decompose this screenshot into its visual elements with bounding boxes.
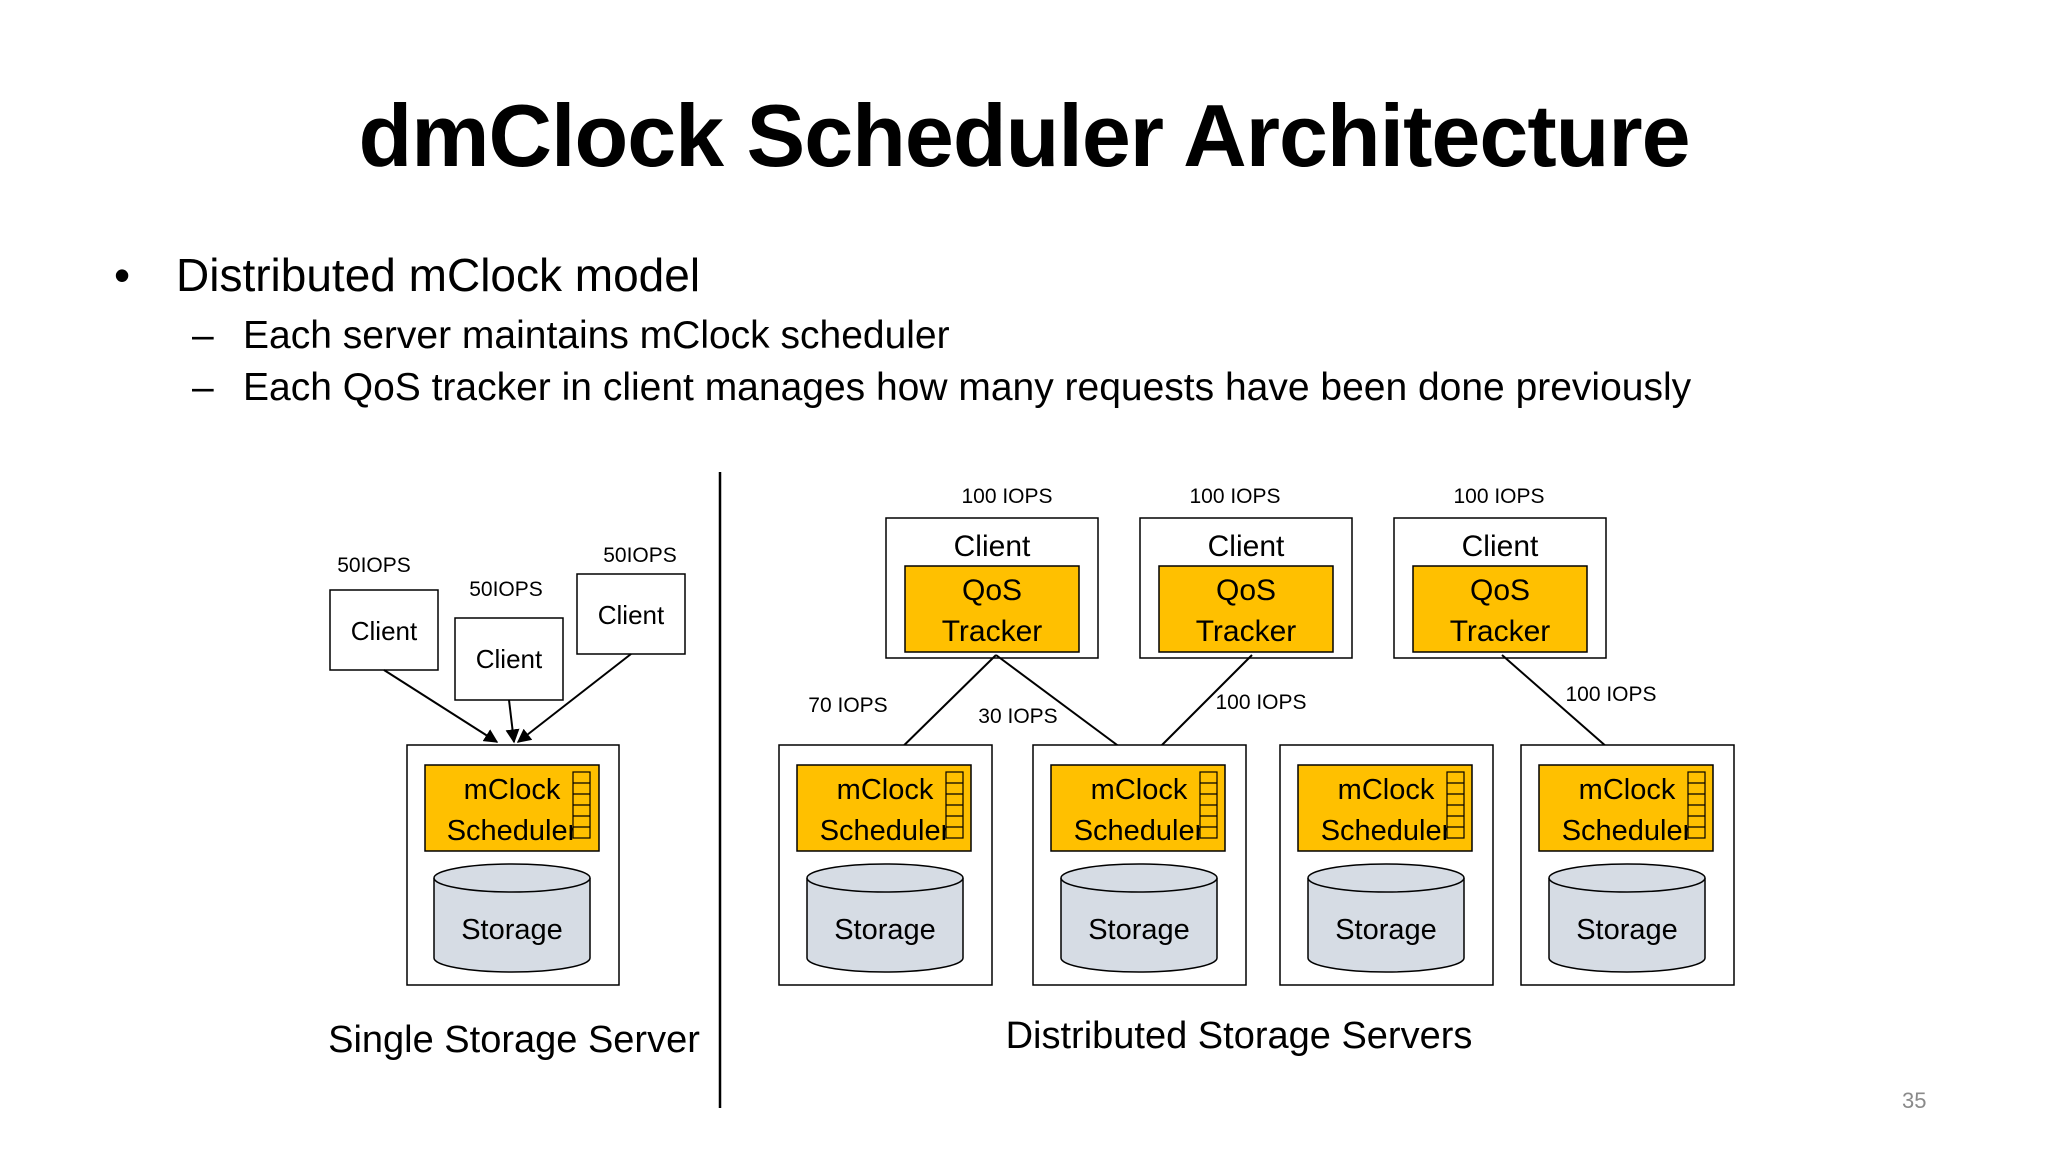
bullet-main: Distributed mClock model	[176, 249, 701, 301]
iops-label: 100 IOPS	[961, 485, 1052, 508]
svg-text:mClock: mClock	[1338, 774, 1435, 806]
svg-text:QoS: QoS	[1470, 574, 1530, 607]
mclock-scheduler: mClock Scheduler	[1050, 764, 1226, 852]
svg-text:Client: Client	[476, 644, 543, 674]
iops-label: 50IOPS	[337, 554, 411, 577]
storage-server-box: mClock Scheduler Storage	[406, 744, 620, 986]
request-arrow	[1501, 654, 1626, 763]
slide-title: dmClock Scheduler Architecture	[358, 86, 1690, 185]
storage-cylinder: Storage	[806, 863, 964, 973]
request-arrow	[1144, 654, 1253, 763]
mclock-scheduler: mClock Scheduler	[796, 764, 972, 852]
request-queue-icon	[1687, 771, 1706, 839]
client-box: Client QoS Tracker	[1393, 517, 1607, 659]
request-queue-icon	[1446, 771, 1465, 839]
svg-text:QoS: QoS	[1216, 574, 1276, 607]
request-arrow	[383, 669, 499, 743]
storage-server-box: mClock Scheduler Storage	[1520, 744, 1735, 986]
svg-text:Storage: Storage	[1576, 914, 1678, 946]
qos-tracker: QoS Tracker	[1158, 565, 1334, 653]
svg-text:Storage: Storage	[834, 914, 936, 946]
svg-text:QoS: QoS	[962, 574, 1022, 607]
sub-bullet-1: Each server maintains mClock scheduler	[243, 314, 950, 357]
qos-tracker: QoS Tracker	[1412, 565, 1588, 653]
svg-text:mClock: mClock	[1579, 774, 1676, 806]
qos-tracker: QoS Tracker	[904, 565, 1080, 653]
request-arrow	[995, 654, 1142, 763]
svg-text:Client: Client	[1462, 530, 1539, 563]
storage-cylinder: Storage	[433, 863, 591, 973]
svg-text:Storage: Storage	[1088, 914, 1190, 946]
arrow-iops-label: 100 IOPS	[1565, 683, 1656, 706]
iops-label: 50IOPS	[469, 578, 543, 601]
arrow-iops-label: 100 IOPS	[1215, 691, 1306, 714]
request-arrow	[886, 654, 997, 763]
distributed-storage-section: 100 IOPS 100 IOPS 100 IOPS Client QoS Tr…	[778, 485, 1735, 1057]
svg-text:Scheduler: Scheduler	[1321, 815, 1452, 847]
iops-label: 50IOPS	[603, 544, 677, 567]
client-box: Client QoS Tracker	[1139, 517, 1353, 659]
request-queue-icon	[1199, 771, 1218, 839]
single-storage-section: 50IOPS 50IOPS 50IOPS Client Client Clien…	[328, 544, 700, 1061]
svg-text:Storage: Storage	[1335, 914, 1437, 946]
svg-text:Client: Client	[351, 616, 418, 646]
sub-bullet-2: Each QoS tracker in client manages how m…	[243, 366, 1692, 409]
mclock-scheduler: mClock Scheduler	[1538, 764, 1714, 852]
storage-cylinder: Storage	[1307, 863, 1465, 973]
svg-text:Tracker: Tracker	[942, 615, 1043, 648]
storage-cylinder: Storage	[1060, 863, 1218, 973]
mclock-scheduler: mClock Scheduler	[1297, 764, 1473, 852]
arrow-iops-label: 70 IOPS	[808, 694, 887, 717]
svg-text:Tracker: Tracker	[1450, 615, 1551, 648]
svg-text:mClock: mClock	[837, 774, 934, 806]
request-queue-icon	[945, 771, 964, 839]
svg-text:Client: Client	[954, 530, 1031, 563]
iops-label: 100 IOPS	[1189, 485, 1280, 508]
client-box: Client QoS Tracker	[885, 517, 1099, 659]
client-box: Client	[454, 617, 564, 701]
svg-text:Tracker: Tracker	[1196, 615, 1297, 648]
dash-mark: –	[192, 314, 214, 357]
client-box: Client	[329, 589, 439, 671]
svg-text:Scheduler: Scheduler	[820, 815, 951, 847]
caption: Single Storage Server	[328, 1019, 700, 1061]
mclock-scheduler: mClock Scheduler	[424, 764, 600, 852]
svg-text:Scheduler: Scheduler	[1074, 815, 1205, 847]
storage-server-box: mClock Scheduler Storage	[778, 744, 993, 986]
storage-cylinder: Storage	[1548, 863, 1706, 973]
svg-text:mClock: mClock	[1091, 774, 1188, 806]
client-box: Client	[576, 573, 686, 655]
caption: Distributed Storage Servers	[1006, 1015, 1473, 1057]
svg-text:Storage: Storage	[461, 914, 563, 946]
storage-server-box: mClock Scheduler Storage	[1279, 744, 1494, 986]
svg-text:Scheduler: Scheduler	[447, 815, 578, 847]
svg-text:Client: Client	[598, 600, 665, 630]
svg-text:Client: Client	[1208, 530, 1285, 563]
iops-label: 100 IOPS	[1453, 485, 1544, 508]
storage-server-box: mClock Scheduler Storage	[1032, 744, 1247, 986]
dash-mark: –	[192, 366, 214, 409]
request-queue-icon	[572, 771, 591, 839]
bullet-mark: •	[114, 249, 131, 301]
svg-text:Scheduler: Scheduler	[1562, 815, 1693, 847]
arrow-iops-label: 30 IOPS	[978, 705, 1057, 728]
svg-text:mClock: mClock	[464, 774, 561, 806]
request-arrow	[505, 699, 520, 744]
request-arrow	[516, 653, 632, 743]
page-number: 35	[1902, 1088, 1927, 1113]
